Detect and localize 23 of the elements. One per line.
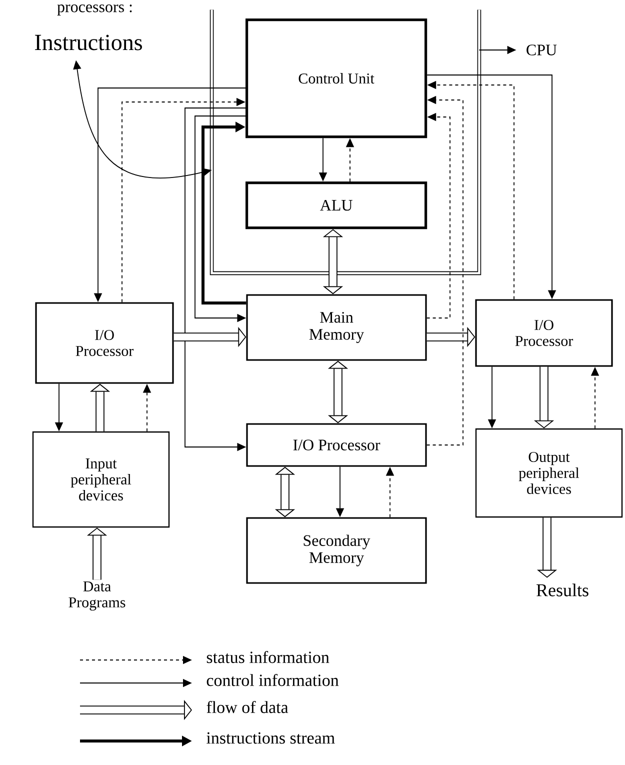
processor-box: I/O Processor: [475, 299, 613, 367]
unit-box: Control Unit: [246, 18, 428, 138]
legend-label: control information: [206, 674, 339, 686]
device-box: Input peripheral devices: [32, 431, 170, 528]
memory-box: Main Memory: [246, 294, 427, 361]
unit-box: ALU: [246, 182, 428, 230]
memory-box: Secondary Memory: [246, 517, 427, 584]
node-label: Data Programs: [68, 581, 126, 611]
arrow: [202, 122, 246, 304]
arrow: [322, 229, 344, 294]
legend-label: flow of data: [206, 700, 288, 714]
node-label: Results: [536, 584, 588, 596]
arrow: [274, 466, 296, 518]
node-label: CPU: [526, 44, 557, 56]
arrow: [328, 360, 348, 424]
heading-text: processors :: [57, 4, 132, 16]
processor-box: I/O Processor: [35, 302, 174, 384]
legend-label: instructions stream: [206, 732, 335, 744]
cpu-boundary: [210, 10, 482, 276]
processor-box: I/O Processor: [246, 423, 427, 467]
node-label: Instructions: [35, 34, 142, 50]
legend-label: status information: [206, 650, 330, 664]
device-box: Output peripheral devices: [475, 428, 623, 518]
